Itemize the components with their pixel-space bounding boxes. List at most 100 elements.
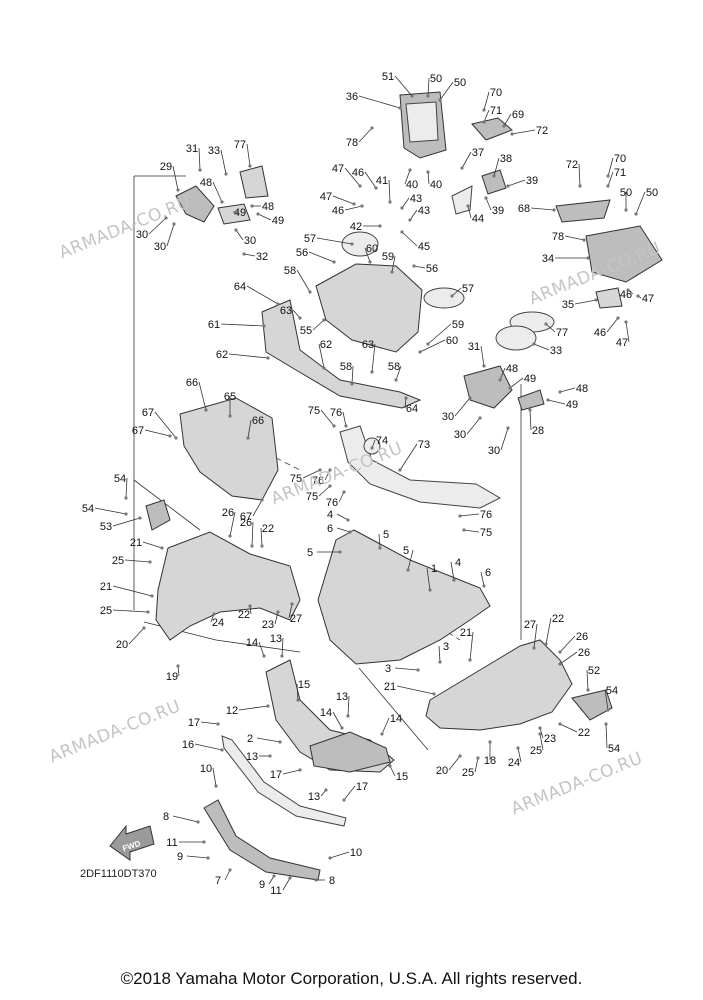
callout-number: 67 (132, 425, 144, 437)
leader-line (547, 399, 566, 405)
fastener-dot (280, 654, 284, 658)
callout-number: 62 (320, 339, 332, 351)
fastener-dot (250, 204, 254, 208)
callout-number: 71 (614, 167, 626, 179)
leader-line (128, 627, 145, 645)
callout-number: 60 (446, 335, 458, 347)
leader-line (246, 143, 251, 167)
fastener-dot (164, 216, 168, 220)
callout-number: 64 (406, 403, 418, 415)
fastener-dot (558, 722, 562, 726)
leader-line (177, 665, 180, 677)
leader-line (288, 603, 293, 619)
fastener-dot (426, 94, 430, 98)
callout-number: 77 (556, 327, 568, 339)
leader-line (503, 113, 512, 127)
leader-line (198, 147, 201, 171)
callout-number: 15 (298, 679, 310, 691)
leader-line (316, 237, 353, 245)
fastener-dot (482, 108, 486, 112)
leader-line (142, 541, 163, 549)
fastener-dot (538, 732, 542, 736)
callout-number: 22 (552, 613, 564, 625)
callout-number: 66 (186, 377, 198, 389)
callout-number: 45 (418, 241, 430, 253)
fastener-dot (276, 610, 280, 614)
callout-number: 21 (460, 627, 472, 639)
fastener-dot (174, 436, 178, 440)
callout-number: 68 (518, 203, 530, 215)
fastener-dot (636, 294, 640, 298)
leader-line (238, 705, 269, 711)
callout-number: 54 (114, 473, 126, 485)
leader-line (439, 81, 454, 101)
fastener-dot (516, 746, 520, 750)
fastener-dot (374, 186, 378, 190)
bracket-36-detail (405, 101, 439, 143)
fastener-dot (594, 298, 598, 302)
fastener-dot (390, 270, 394, 274)
callout-number: 78 (552, 231, 564, 243)
fastener-dot (416, 668, 420, 672)
fastener-dot (220, 748, 224, 752)
callout-number: 27 (524, 619, 536, 631)
callout-number: 18 (484, 755, 496, 767)
fastener-dot (248, 604, 252, 608)
callout-number: 76 (480, 509, 492, 521)
fastener-dot (538, 726, 542, 730)
leader-line (564, 235, 585, 241)
fastener-dot (318, 468, 322, 472)
fastener-dot (150, 594, 154, 598)
fastener-dot (406, 568, 410, 572)
side-strip-16 (221, 735, 347, 827)
callout-number: 70 (490, 87, 502, 99)
leader-line (251, 521, 254, 547)
leader-line (413, 265, 426, 269)
fastener-dot (398, 468, 402, 472)
leader-line (364, 171, 377, 189)
leader-line (469, 631, 474, 661)
callout-number: 11 (270, 885, 281, 897)
callout-number: 46 (594, 327, 606, 339)
callout-number: 39 (526, 175, 538, 187)
leader-line (282, 769, 301, 775)
fastener-dot (400, 230, 404, 234)
leader-line (166, 223, 175, 247)
fastener-dot (266, 356, 270, 360)
leader-line (559, 387, 576, 393)
fastener-dot (276, 302, 280, 306)
callout-number: 53 (100, 521, 112, 533)
callout-number: 76 (326, 497, 338, 509)
leader-line (318, 343, 325, 369)
fastener-dot (214, 784, 218, 788)
callout-number: 34 (542, 253, 554, 265)
callout-number: 30 (442, 411, 454, 423)
fastener-dot (394, 378, 398, 382)
fastener-dot (462, 528, 466, 532)
part-53 (145, 499, 171, 531)
fastener-dot (234, 228, 238, 232)
fastener-dot (266, 704, 270, 708)
fastener-dot (272, 874, 276, 878)
leader-line (419, 339, 446, 353)
callout-number: 48 (200, 177, 212, 189)
fastener-dot (332, 260, 336, 264)
callout-number: 56 (426, 263, 438, 275)
leader-line (578, 163, 581, 187)
callout-number: 42 (350, 221, 362, 233)
fastener-dot (388, 764, 392, 768)
callout-number: 76 (312, 475, 324, 487)
callout-number: 4 (455, 557, 461, 569)
leader-line (480, 345, 485, 367)
fastener-dot (488, 740, 492, 744)
fastener-dot (212, 612, 216, 616)
callout-number: 9 (259, 879, 265, 891)
leader-line (606, 317, 619, 333)
fastener-dot (452, 578, 456, 582)
fastener-dot (558, 662, 562, 666)
leader-line (427, 171, 430, 185)
fastener-dot (624, 320, 628, 324)
callout-number: 5 (403, 545, 409, 557)
fastener-dot (220, 200, 224, 204)
fastener-dot (288, 876, 292, 880)
